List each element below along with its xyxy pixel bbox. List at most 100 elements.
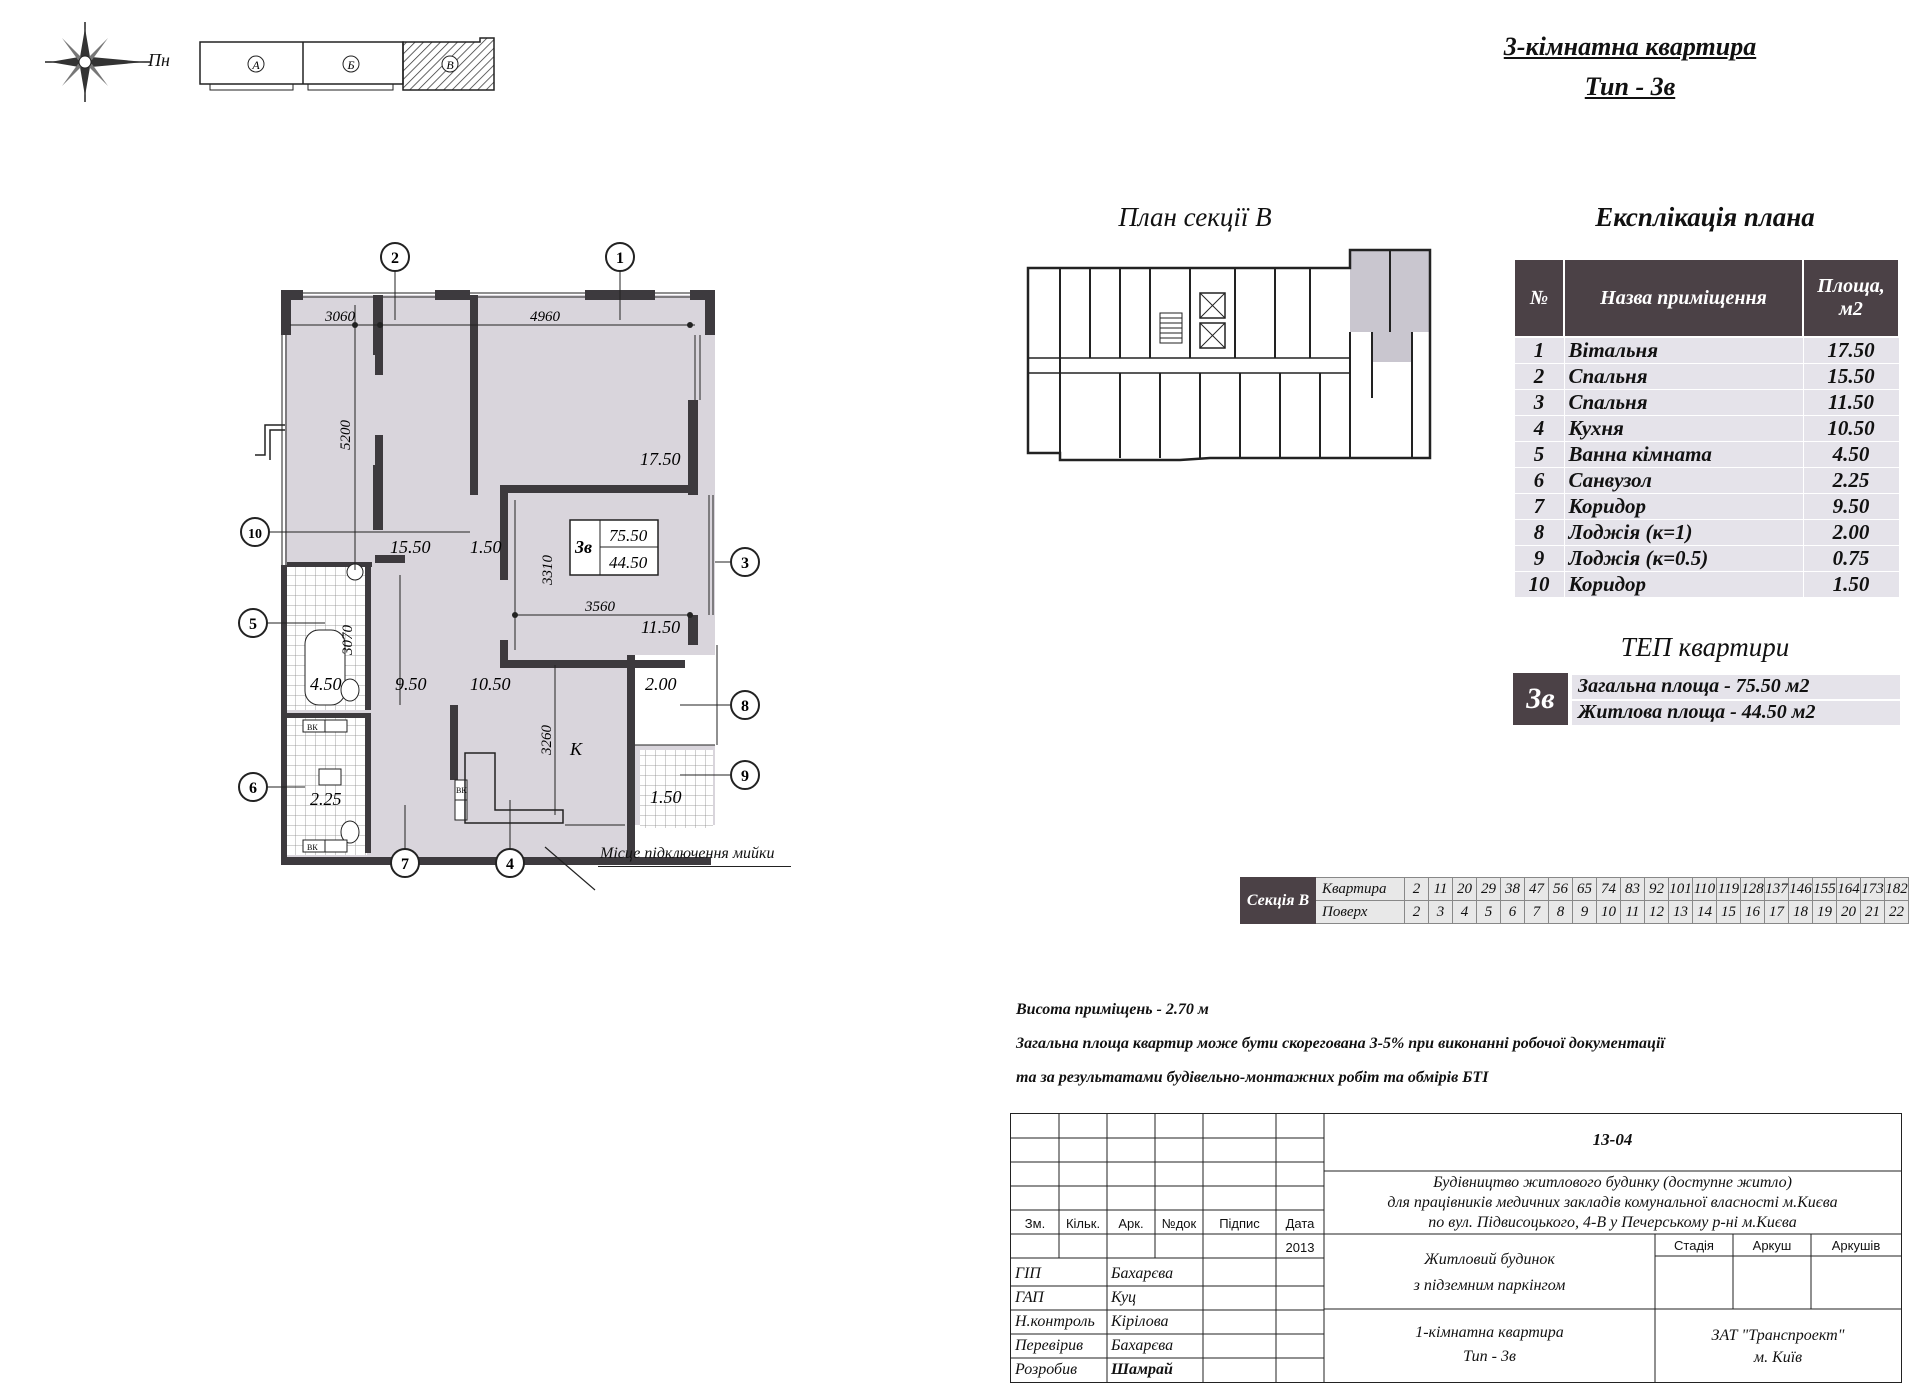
stamp-person: Бахарєва [1111,1337,1174,1354]
key-section-b: Б [346,58,354,72]
dim-width-living: 4960 [530,309,561,325]
marker-5: 5 [249,616,257,633]
floor-label: Поверх [1315,900,1405,924]
marker-7: 7 [401,856,409,873]
compass-rose-icon [45,22,150,102]
tep-living-area: Житлова площа - 44.50 м2 [1572,701,1900,725]
col-room-name: Назва приміщення [1563,258,1804,338]
stamp-stage: Стадія [1674,1238,1714,1253]
stamp-person: Куц [1111,1289,1137,1306]
area-loggia9: 1.50 [650,787,682,807]
area-corridor7: 9.50 [395,674,427,694]
stamp-role: ГІП [1015,1265,1041,1282]
tep-badge: 3в [1513,673,1568,725]
kitchen-letter: К [569,739,583,759]
area-bath: 4.50 [310,674,342,694]
stamp-role: ГАП [1015,1289,1044,1306]
apartment-type: Тип - 3в [1584,72,1676,101]
dim-width-bedroom3: 3560 [584,599,616,615]
key-plan: А Б В [199,37,495,91]
area-kitchen: 10.50 [470,674,511,694]
dim-depth-bath: 3070 [340,625,356,657]
stamp-header-qty: Кільк. [1065,1216,1101,1231]
stamp-building-1: Житловий будинок [1424,1251,1555,1268]
stamp-person: Шамрай [1111,1361,1173,1378]
marker-6: 6 [249,780,257,797]
title-block: 13-04 Будівництво житлового будинку (дос… [1010,1113,1902,1383]
dim-depth-bedroom3: 3310 [540,555,556,587]
marker-9: 9 [741,768,749,785]
key-section-v: В [446,58,454,72]
badge-type: 3в [574,537,592,557]
appliance-label: ВК [307,723,318,732]
apartment-floor-plan: 3060 4960 5200 3310 3560 3070 3260 17.50… [238,242,760,891]
stamp-building-2: з підземним паркінгом [1413,1277,1566,1294]
stamp-role: Н.контроль [1015,1313,1095,1330]
section-plan-drawing [1026,248,1432,462]
col-number: № [1513,258,1565,338]
marker-10: 10 [248,527,262,542]
appliance-label: ВК [307,843,318,852]
badge-total: 75.50 [609,526,648,545]
stamp-code: 13-04 [1592,1130,1633,1149]
note-height: Висота приміщень - 2.70 м [1016,1001,1209,1018]
marker-3: 3 [741,555,749,572]
marker-8: 8 [741,698,749,715]
stamp-sheet-title-2: Тип - 3в [1463,1348,1516,1365]
dim-width-bedroom: 3060 [324,309,356,325]
stamp-header-sheet: Арк. [1118,1216,1144,1231]
stamp-header-doc: №док [1161,1216,1197,1231]
sink-connection-note: Місце підключення мийки [600,845,775,862]
marker-1: 1 [616,250,624,267]
note-line-2: та за результатами будівельно-монтажних … [1016,1069,1489,1086]
sink-note-underline [598,866,791,867]
area-wc: 2.25 [310,789,342,809]
apartment-label: Квартира [1315,877,1405,901]
stamp-project-3: по вул. Підвисоцького, 4-В у Печерському… [1428,1214,1797,1231]
stamp-header-sign: Підпис [1219,1216,1260,1231]
stamp-person: Кірілова [1111,1313,1169,1330]
section-label: Секція В [1240,877,1316,924]
area-bedroom2: 15.50 [390,537,431,557]
marker-2: 2 [391,250,399,267]
stamp-sheet-title-1: 1-кімнатна квартира [1415,1324,1564,1341]
tep-total-area: Загальна площа - 75.50 м2 [1572,675,1900,699]
north-label: Пн [148,50,170,70]
area-living: 17.50 [640,449,681,469]
badge-living: 44.50 [609,553,648,572]
area-bedroom3: 11.50 [641,617,680,637]
explication-title: Експлікація плана [1595,202,1815,232]
stamp-sheets: Аркушів [1831,1238,1881,1253]
stamp-company-1: ЗАТ "Транспроект" [1711,1327,1845,1344]
area-loggia8: 2.00 [645,674,677,694]
dim-depth-kitchen: 3260 [539,725,555,757]
dim-depth-bedroom: 5200 [338,420,354,451]
stamp-company-2: м. Київ [1753,1349,1803,1366]
stamp-person: Бахарєва [1111,1265,1174,1282]
section-plan-title: План секції В [1118,202,1272,232]
tep-title: ТЕП квартири [1620,632,1790,662]
stamp-sheet: Аркуш [1752,1238,1792,1253]
page-title: 3-кімнатна квартира [1503,32,1757,61]
stamp-project-2: для працівників медичних закладів комуна… [1387,1194,1838,1211]
stamp-header-date: Дата [1285,1216,1315,1231]
stamp-date: 2013 [1285,1240,1315,1255]
appliance-label: ВК [456,786,467,795]
marker-4: 4 [506,856,514,873]
col-area: Площа, м2 [1802,258,1900,338]
note-line-1: Загальна площа квартир може бути скорего… [1016,1035,1665,1052]
stamp-header-zm: Зм. [1024,1216,1046,1231]
stamp-role: Розробив [1015,1361,1078,1378]
